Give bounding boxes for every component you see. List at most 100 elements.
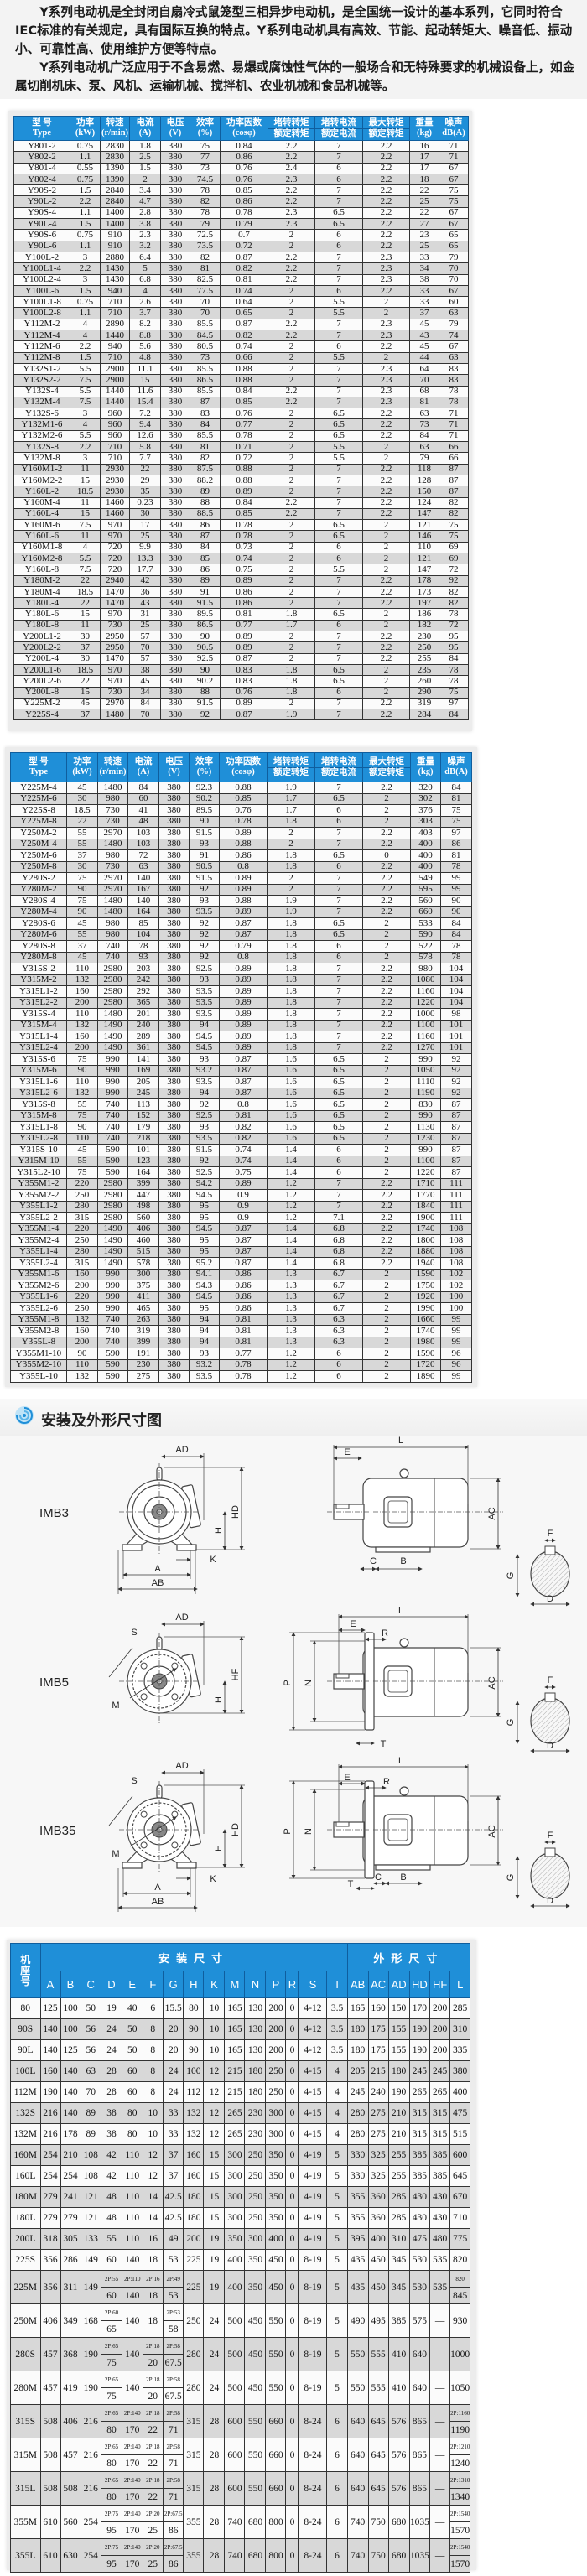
dimension-cell: 210 [387,2102,410,2124]
dimension-cell: 180 [387,2060,410,2082]
value-cell: 380 [160,697,190,710]
value-cell: 275 [127,1370,159,1383]
model-cell: Y225S-4 [13,709,70,721]
value-cell: 7 [314,1031,363,1043]
dimension-cell: 4-12 [298,2018,328,2040]
value-cell: 164 [127,1166,159,1179]
model-cell: Y801-2 [13,139,70,153]
dimension-cell: 660 [265,2471,287,2506]
value-cell: 380 [160,631,190,643]
dimension-cell: 100 [60,1997,81,2019]
dimension-cell: 430 [408,2186,431,2208]
shaft-key [335,1504,350,1509]
value-cell: 1440 [100,396,130,409]
dimension-cell: 550 [244,2438,267,2472]
value-cell: 78 [190,206,221,220]
value-cell: 78 [439,663,469,677]
value-cell: 179 [127,1121,159,1134]
value-cell: 2980 [97,985,128,998]
value-cell: 740 [97,1313,128,1326]
value-cell: 2 [362,940,411,953]
value-cell: 71 [439,429,469,443]
model-cell: Y90S-6 [13,229,70,242]
value-cell: 1.8 [267,940,315,953]
value-cell: 70 [129,709,161,721]
dimension-cell: — [429,2438,451,2472]
dimension-cell: 345 [387,2270,410,2304]
value-cell: 1440 [100,330,130,342]
dimension-cell: 285 [449,1997,471,2019]
value-cell: 93.2 [189,1064,220,1077]
dimension-cell: 15.5 [163,1997,184,2019]
value-cell: 87 [440,1144,472,1156]
value-cell: 2.2 [362,906,411,918]
value-cell: 6.5 [314,418,363,431]
two-pole-value: 2P:60 [101,2305,122,2321]
value-cell: 2.2 [362,883,411,896]
value-cell: 730 [97,804,128,817]
value-cell: 1.1 [70,151,101,164]
model-cell: Y90S-2 [13,184,70,197]
header-unit: (cosφ) [232,128,256,138]
value-cell: 560 [410,895,441,907]
dimension-label-ab: AB [152,1897,164,1907]
value-cell: 400 [410,849,441,862]
dimension-cell: 6 [142,1997,164,2019]
dimension-cell: 255 [387,2165,410,2187]
value-cell: 186 [409,608,439,621]
dimension-cell: 70 [80,2081,101,2103]
value-cell: 380 [160,251,190,264]
header-unit: dB(A) [444,767,468,776]
value-cell: 595 [410,883,441,896]
value-cell: 0.88 [220,474,268,487]
dimension-cell: 140 [122,2303,143,2338]
model-cell: Y315M-8 [10,1109,67,1122]
value-cell: 141 [127,1053,159,1066]
value-cell: 6.5 [314,849,363,862]
value-cell: 5.5 [70,552,101,565]
value-cell: 0.78 [220,429,268,443]
dimension-cell: 190 [39,2081,61,2103]
other-pole-value: 170 [125,2491,140,2502]
value-cell: 590 [97,1348,128,1360]
value-cell: 147 [409,507,439,521]
dimension-cell: 550 [265,2303,287,2338]
dimension-cell: 300 [224,2144,246,2166]
value-cell: 380 [160,619,190,632]
value-cell: 63 [439,351,469,364]
model-cell: Y355L2-4 [10,1257,67,1270]
dimension-label-b: B [400,1872,406,1883]
value-cell: 380 [158,815,190,828]
frame-size-cell: 225M [10,2270,41,2304]
dimension-cell: 150 [387,1997,410,2019]
value-cell: 79 [409,452,439,465]
value-cell: 65 [439,240,469,252]
frame-size-cell: 280S [10,2337,41,2371]
value-cell: 2.2 [70,262,101,275]
dimension-cell: 475 [408,2228,431,2250]
model-cell: Y200L1-2 [13,631,70,643]
value-cell: 79 [190,218,221,231]
frame-size-cell: 225S [10,2249,41,2271]
other-pole-value: 140 [125,2290,140,2301]
dimension-cell: 0 [285,2303,299,2338]
dimension-cell: 508 [60,2471,81,2506]
dimension-cell: 180 [183,2186,205,2208]
value-cell: 2 [362,928,411,941]
header-label: 效率 [195,757,213,766]
value-cell: 2 [362,552,410,565]
dimension-cell: 60 [122,2060,143,2082]
